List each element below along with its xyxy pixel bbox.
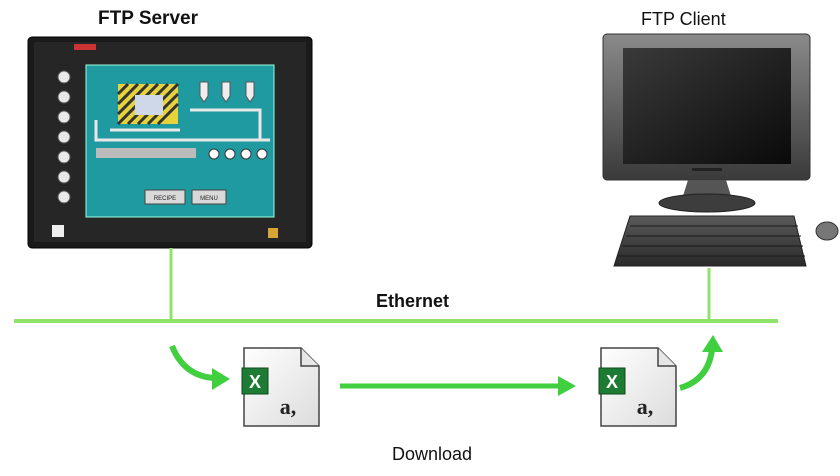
excel-badge (241, 367, 269, 395)
ethernet-label: Ethernet (376, 291, 450, 311)
monitor-screen (623, 48, 791, 164)
keyboard-keys (618, 225, 805, 257)
hmi-tank (135, 95, 163, 115)
hmi-side-button (57, 190, 71, 204)
ftp-server-label: FTP Server (98, 8, 198, 29)
hmi-silo-1 (199, 81, 209, 103)
monitor-neck (683, 180, 731, 196)
keyboard (613, 215, 807, 267)
monitor-logo (692, 168, 722, 171)
curved-arrow-in (169, 344, 215, 381)
file-letter: a, (637, 394, 654, 419)
file-transfer: X a, X a, (169, 335, 723, 427)
ethernet-network (14, 248, 778, 323)
hmi-side-button (57, 150, 71, 164)
hmi-silo-2 (221, 81, 231, 103)
hmi-logo (74, 44, 96, 50)
hmi-side-button (57, 130, 71, 144)
excel-badge-letter: X (606, 372, 618, 392)
hmi-silo-3 (245, 81, 255, 103)
hmi-pipes (94, 108, 270, 142)
hmi-side-button (57, 90, 71, 104)
destination-file-icon: X a, (598, 347, 677, 427)
excel-badge (598, 367, 626, 395)
hmi-valves (208, 148, 268, 160)
hmi-side-button (57, 110, 71, 124)
hmi-recipe-button-label: RECIPE (154, 196, 176, 202)
hmi-device: RECIPE MENU (27, 36, 313, 249)
hmi-home-icon (52, 225, 64, 237)
transfer-arrow-head (558, 376, 576, 396)
mouse (815, 221, 839, 241)
curved-arrow-out-head (702, 335, 723, 352)
hmi-menu-button[interactable] (191, 189, 227, 205)
hmi-side-button (57, 70, 71, 84)
hmi-side-button (57, 170, 71, 184)
curved-arrow-out (679, 349, 715, 391)
hmi-status-led (268, 228, 278, 238)
excel-badge-letter: X (249, 372, 261, 392)
hmi-recipe-button[interactable] (144, 189, 186, 205)
source-file-icon: X a, (241, 347, 320, 427)
file-letter: a, (280, 394, 297, 419)
ftp-client-label: FTP Client (641, 9, 726, 29)
hmi-conveyor (96, 148, 196, 158)
monitor-stand (658, 193, 756, 213)
pc-computer (602, 33, 839, 267)
hmi-side-buttons (57, 70, 71, 204)
download-label: Download (392, 444, 473, 464)
hmi-menu-button-label: MENU (200, 196, 218, 202)
curved-arrow-in-head (212, 368, 230, 390)
